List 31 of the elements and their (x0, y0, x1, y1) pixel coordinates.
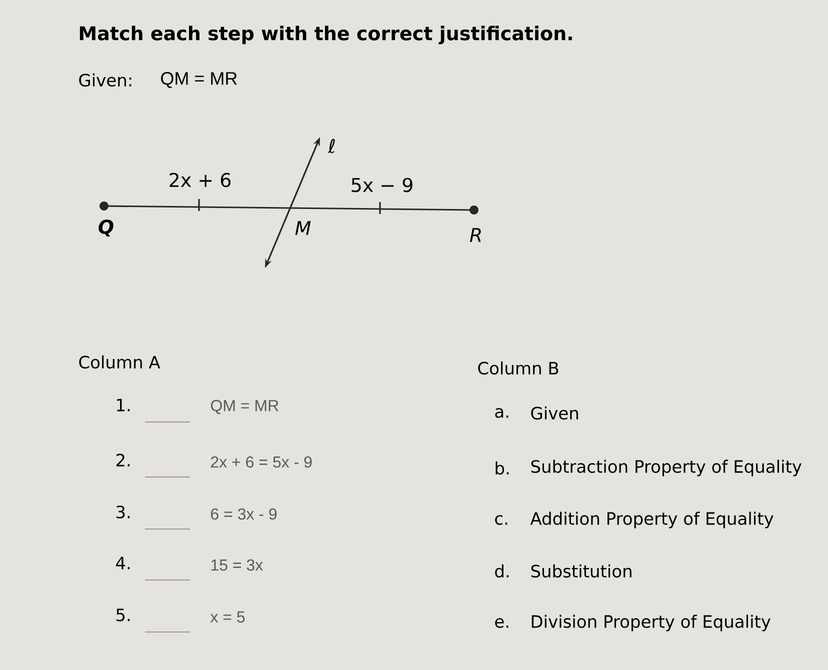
step-number: 2. (116, 454, 130, 466)
justification-text: Addition Property of Equality (530, 512, 774, 528)
point-label: R (470, 228, 481, 242)
justification-text: Division Property of Equality (532, 614, 771, 632)
column-heading: Column B (478, 361, 558, 375)
choice-letter: c. (495, 515, 508, 525)
step-equation: QM = MR (210, 400, 278, 414)
given-label: Given: (79, 73, 132, 87)
given-statement: QM = MR (161, 72, 237, 88)
step-number: 3. (116, 506, 130, 518)
point-label: M (295, 221, 311, 235)
justification-text: Given (531, 406, 578, 420)
segment-length: 2x + 6 (170, 172, 230, 188)
step-equation: x = 5 (210, 611, 245, 623)
justification-text: Substitution (531, 564, 632, 578)
choice-letter: d. (495, 564, 509, 578)
choice-letter: e. (495, 618, 508, 628)
line-label: ℓ (328, 138, 335, 154)
step-number: 1. (117, 398, 130, 412)
step-equation: 2x + 6 = 5x - 9 (211, 456, 312, 468)
step-number: 5. (116, 608, 130, 622)
step-equation: 15 = 3x (211, 559, 263, 571)
justification-text: Subtraction Property of Equality (531, 460, 802, 476)
segment-length: 5x − 9 (352, 178, 412, 192)
column-heading: Column A (79, 355, 160, 369)
title: Match each step with the correct justification. (80, 26, 572, 44)
step-equation: 6 = 3x - 9 (211, 508, 277, 520)
point-label: Q (98, 220, 114, 236)
choice-letter: b. (496, 461, 509, 475)
choice-letter: a. (495, 408, 508, 418)
step-number: 4. (116, 556, 130, 570)
